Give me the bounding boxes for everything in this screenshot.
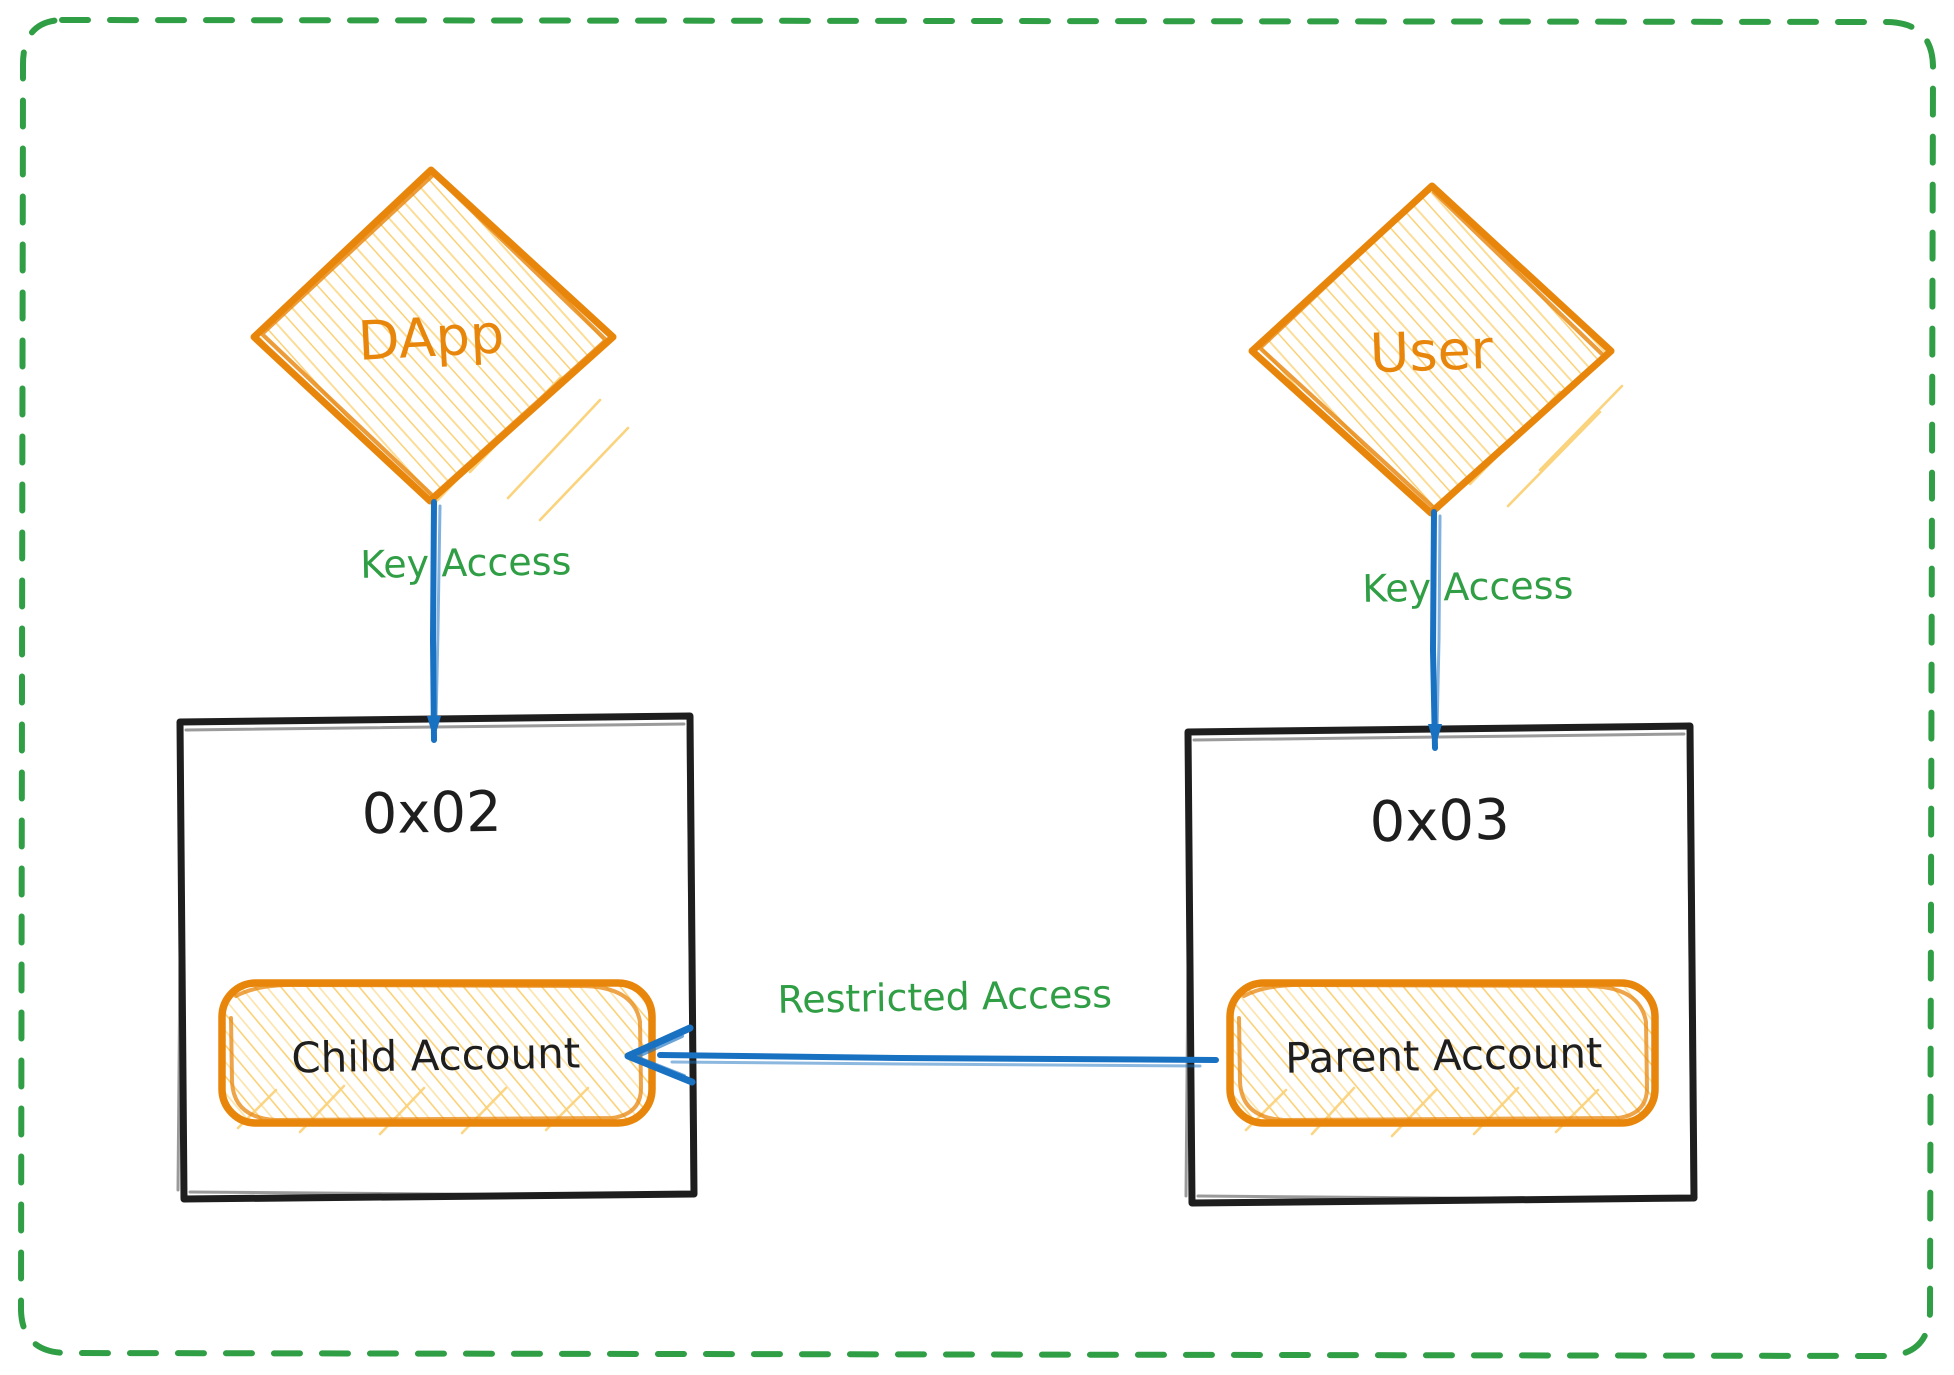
node-dapp-label: DApp [356,302,505,373]
node-account-0x02-label: 0x02 [361,780,502,847]
edge-label-key-access-user: Key Access [1362,563,1574,611]
node-child-account-label: Child Account [291,1028,581,1082]
node-child-account[interactable]: Child Account [218,979,658,1136]
edge-label-key-access-dapp: Key Access [360,539,572,587]
node-account-0x03[interactable]: 0x03 [1184,722,1698,1207]
node-user[interactable]: User [1240,170,1640,540]
node-parent-account-label: Parent Account [1285,1028,1603,1083]
node-dapp[interactable]: DApp [240,150,640,530]
dashed-boundary [17,16,1937,1360]
edge-label-restricted-access: Restricted Access [777,972,1112,1022]
node-user-label: User [1369,318,1495,385]
edge-dapp-to-child[interactable] [427,499,442,743]
edge-parent-to-child[interactable] [624,1024,1219,1086]
edge-user-to-parent[interactable] [1428,509,1442,751]
node-account-0x03-label: 0x03 [1369,788,1510,855]
node-parent-account[interactable]: Parent Account [1226,979,1661,1138]
